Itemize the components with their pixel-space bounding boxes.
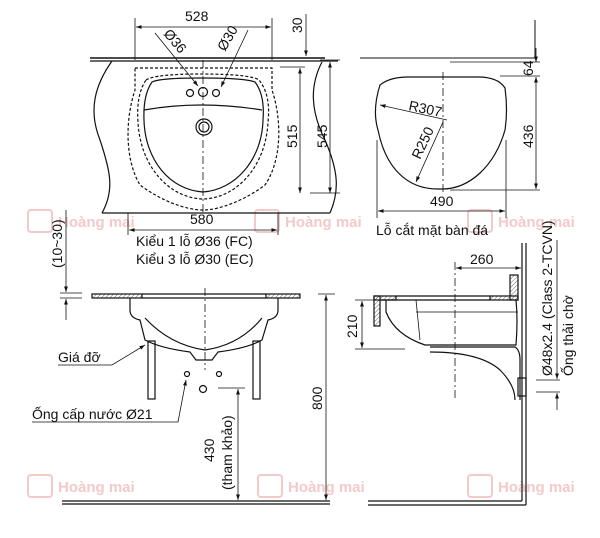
- faucet-hole-icon: [211, 88, 221, 98]
- watermark-logo-icon: [254, 209, 280, 233]
- watermark-text: Hoàng mai: [58, 214, 135, 231]
- top-view: [90, 14, 340, 235]
- front-view: [32, 210, 335, 505]
- watermark: Hoàng mai: [254, 209, 362, 233]
- dim-cutout-width: 490: [430, 193, 454, 209]
- watermark-logo-icon: [257, 474, 283, 498]
- side-view: [355, 240, 560, 506]
- label-waste-pipe-spec: Ø48x2.4 (Class 2-TCVN): [539, 220, 555, 376]
- cutout-view-labels: R307 R250 64 436 490 Lỗ cắt mặt bàn đá: [376, 60, 536, 238]
- dim-total-width: 580: [190, 211, 214, 227]
- drain-icon: [198, 121, 210, 133]
- dim-total-depth: 545: [314, 124, 330, 148]
- label-waste-pipe: Ống thải chờ: [559, 295, 576, 376]
- dim-radius-inner: R250: [408, 124, 437, 161]
- dim-top-gap: 64: [520, 60, 536, 76]
- cutout-caption: Lỗ cắt mặt bàn đá: [376, 222, 488, 238]
- drain-icon: [195, 118, 213, 136]
- dim-depth-to-wall: 260: [470, 251, 494, 267]
- faucet-hole-icon: [197, 86, 209, 98]
- watermark-logo-icon: [27, 474, 53, 498]
- watermark: Hoàng mai: [27, 474, 135, 498]
- label-bracket: Giá đỡ: [58, 349, 101, 365]
- supply-point-icon: [198, 384, 208, 394]
- dim-supply-height: 430: [201, 438, 217, 462]
- watermark-text: Hoàng mai: [498, 214, 575, 231]
- supply-point-icon: [183, 370, 191, 378]
- caption-type-3: Kiểu 3 lỗ Ø30 (EC): [136, 251, 254, 267]
- dim-cutout-height: 436: [520, 124, 536, 148]
- watermark-text: Hoàng mai: [58, 479, 135, 496]
- watermark: Hoàng mai: [257, 474, 365, 498]
- watermark-text: Hoàng mai: [285, 214, 362, 231]
- watermark-text: Hoàng mai: [498, 479, 575, 496]
- hole-label-36: Ø36: [161, 26, 190, 57]
- cutout-view: [360, 20, 540, 218]
- faucet-hole-icon: [185, 88, 195, 98]
- dim-overhang: 30: [289, 17, 305, 33]
- dim-counter-thickness: (10~30): [49, 219, 65, 268]
- label-supply-pipe: Ống cấp nước Ø21: [32, 405, 153, 422]
- side-view-labels: 260 210 Ø48x2.4 (Class 2-TCVN) Ống thải …: [344, 220, 576, 376]
- dim-radius-outer: R307: [407, 97, 443, 120]
- supply-point-icon: [215, 370, 223, 378]
- front-view-labels: (10~30) Giá đỡ Ống cấp nước Ø21 430 (tha…: [32, 219, 325, 490]
- watermark-logo-icon: [27, 209, 53, 233]
- dim-faucet-span: 528: [185, 8, 209, 24]
- watermark: Hoàng mai: [27, 209, 135, 233]
- dim-bowl-depth: 515: [284, 124, 300, 148]
- caption-type-1: Kiểu 1 lỗ Ø36 (FC): [136, 233, 253, 249]
- watermark-logo-icon: [467, 474, 493, 498]
- watermark: Hoàng mai: [467, 474, 575, 498]
- dim-total-height: 800: [309, 386, 325, 410]
- dim-supply-height-note: (tham khảo): [219, 415, 235, 490]
- dim-bowl-height: 210: [344, 314, 360, 338]
